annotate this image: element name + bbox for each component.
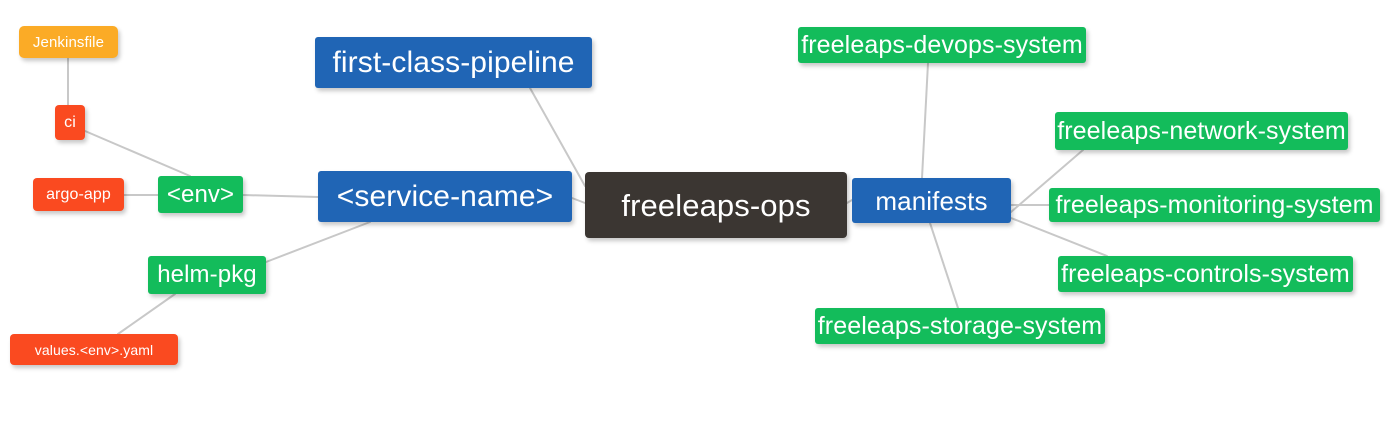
edge-service-helm [265, 221, 371, 263]
node-label: Jenkinsfile [32, 33, 105, 51]
node-label: freeleaps-network-system [1057, 116, 1346, 145]
node-label: freeleaps-ops [621, 187, 811, 223]
node-values[interactable]: values.<env>.yaml [10, 334, 178, 365]
edge-root-service [571, 197, 586, 204]
node-root[interactable]: freeleaps-ops [585, 172, 847, 238]
node-label: <env> [166, 180, 235, 208]
node-label: freeleaps-monitoring-system [1055, 190, 1374, 219]
node-manifests[interactable]: manifests [852, 178, 1011, 223]
node-label: values.<env>.yaml [34, 341, 154, 358]
node-label: manifests [875, 185, 988, 216]
node-label: first-class-pipeline [332, 45, 575, 79]
edge-manifests-controls [1010, 217, 1108, 257]
node-label: freeleaps-controls-system [1061, 259, 1350, 288]
node-label: freeleaps-devops-system [801, 30, 1083, 59]
node-label: argo-app [46, 185, 111, 203]
node-label: helm-pkg [157, 261, 257, 288]
node-jenkinsfile[interactable]: Jenkinsfile [19, 26, 118, 58]
node-monitoring[interactable]: freeleaps-monitoring-system [1049, 188, 1380, 222]
edge-env-ci [84, 130, 191, 177]
edge-manifests-storage [929, 222, 959, 309]
edge-manifests-devops [921, 62, 929, 179]
edge-service-env [242, 194, 319, 198]
node-controls[interactable]: freeleaps-controls-system [1058, 256, 1353, 292]
node-service[interactable]: <service-name> [318, 171, 572, 222]
node-argo[interactable]: argo-app [33, 178, 124, 211]
edge-helm-values [117, 293, 176, 335]
node-ci[interactable]: ci [55, 105, 85, 140]
node-pipeline[interactable]: first-class-pipeline [315, 37, 592, 88]
node-helm[interactable]: helm-pkg [148, 256, 266, 294]
node-label: ci [64, 113, 76, 131]
node-network[interactable]: freeleaps-network-system [1055, 112, 1348, 150]
node-env[interactable]: <env> [158, 176, 243, 213]
node-devops[interactable]: freeleaps-devops-system [798, 27, 1086, 63]
node-label: freeleaps-storage-system [817, 311, 1103, 340]
node-label: <service-name> [336, 179, 554, 213]
node-storage[interactable]: freeleaps-storage-system [815, 308, 1105, 344]
